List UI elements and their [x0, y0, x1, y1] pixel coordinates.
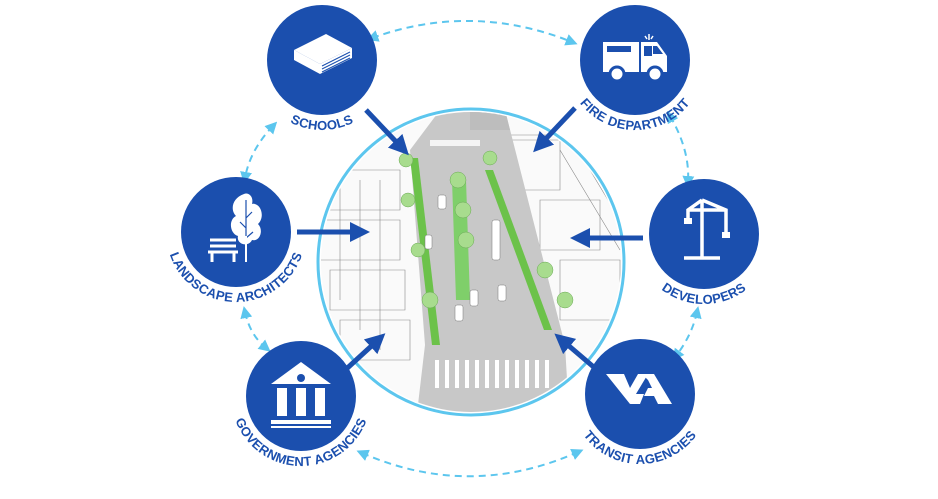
stakeholder-landscape: LANDSCAPE ARCHITECTS — [167, 177, 305, 305]
crane-icon — [684, 198, 730, 260]
book-icon — [294, 34, 352, 74]
tree-bench-icon — [208, 193, 262, 262]
vta-logo-icon — [606, 374, 672, 404]
stakeholder-fire: FIRE DEPARTMENT — [577, 5, 692, 133]
stakeholder-developers: DEVELOPERS — [649, 179, 759, 307]
stakeholder-circle — [649, 179, 759, 289]
street-illustration — [316, 107, 626, 417]
connector-developers-transit — [672, 306, 702, 361]
arrow-government — [341, 333, 386, 374]
stakeholder-government: GOVERNMENT AGENCIES — [232, 341, 369, 469]
connector-schools-landscape — [240, 121, 278, 184]
stakeholder-schools: SCHOOLS — [267, 5, 377, 133]
arrow-fire — [533, 106, 577, 153]
fire-truck-icon — [603, 34, 667, 83]
connector-landscape-government — [240, 306, 271, 352]
dashed-connections — [240, 19, 702, 478]
arrow-transit — [554, 333, 598, 371]
arrow-schools — [364, 108, 409, 156]
government-building-icon — [271, 362, 331, 428]
connector-fire-developers — [666, 110, 695, 188]
influence-arrows — [297, 106, 643, 374]
connector-government-transit — [356, 448, 584, 478]
stakeholder-label: SCHOOLS — [289, 111, 356, 133]
connector-schools-fire — [366, 19, 578, 46]
